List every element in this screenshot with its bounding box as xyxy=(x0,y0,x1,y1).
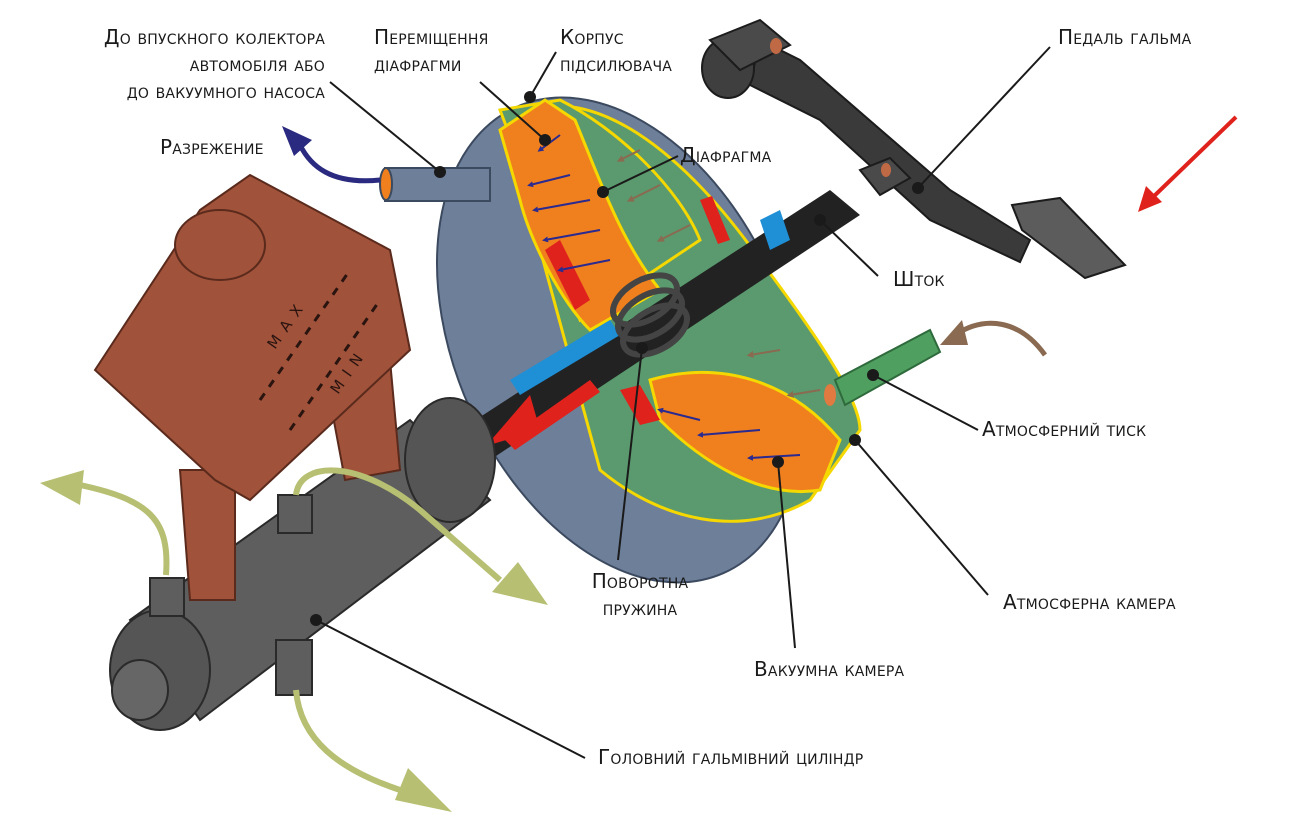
fluid-arrow-head-right xyxy=(492,562,548,605)
label-spring-line2: пружина xyxy=(602,596,678,620)
air-tube xyxy=(824,328,942,407)
label-vacuum: Разрежение xyxy=(160,135,264,159)
label-atm-chamber: Атмосферна камера xyxy=(1003,590,1176,614)
air-inlet-arrow-head xyxy=(940,320,968,345)
label-rod: Шток xyxy=(893,267,945,291)
vacuum-arrow xyxy=(297,143,381,184)
air-inlet-arrow xyxy=(953,320,1048,357)
label-intake: До впускного колектора автомобіля або до… xyxy=(40,24,325,105)
fluid-flow-arrows xyxy=(79,467,502,793)
fluid-arrow-head-left xyxy=(40,470,84,505)
brake-pedal xyxy=(701,18,1127,280)
label-diaphragm-move: Переміщення діафрагми xyxy=(374,24,489,78)
vacuum-arrow-head xyxy=(282,126,312,156)
fluid-arrow-head-bottom xyxy=(395,768,452,812)
label-intake-line3: до вакуумного насоса xyxy=(126,79,325,103)
label-pedal: Педаль гальма xyxy=(1058,25,1192,49)
label-housing-line2: підсилювача xyxy=(560,52,673,76)
label-housing: Корпус підсилювача xyxy=(560,24,672,78)
label-diaphragm-move-line2: діафрагми xyxy=(374,52,462,76)
leader-lines xyxy=(315,46,1051,759)
fluid-reservoir: MAX MIN xyxy=(93,173,412,601)
label-intake-line2: автомобіля або xyxy=(189,52,325,76)
label-diaphragm-move-line1: Переміщення xyxy=(374,25,489,49)
return-spring xyxy=(610,272,690,358)
leader-dots xyxy=(310,91,924,626)
label-master-cylinder: Головний гальмівний циліндр xyxy=(598,745,864,769)
pedal-force-arrow xyxy=(1138,115,1238,212)
vacuum-flow-arrows xyxy=(527,134,801,461)
label-spring: Поворотна пружина xyxy=(570,568,710,622)
label-intake-line1: До впускного колектора xyxy=(103,25,325,49)
air-flow-arrows xyxy=(616,149,821,398)
push-rod xyxy=(460,190,860,460)
label-spring-line1: Поворотна xyxy=(591,569,689,593)
label-vac-chamber: Вакуумна камера xyxy=(754,657,905,681)
label-atm-pressure: Атмосферний тиск xyxy=(982,417,1147,441)
label-housing-line1: Корпус xyxy=(560,25,624,49)
label-diaphragm: Діафрагма xyxy=(680,143,772,167)
